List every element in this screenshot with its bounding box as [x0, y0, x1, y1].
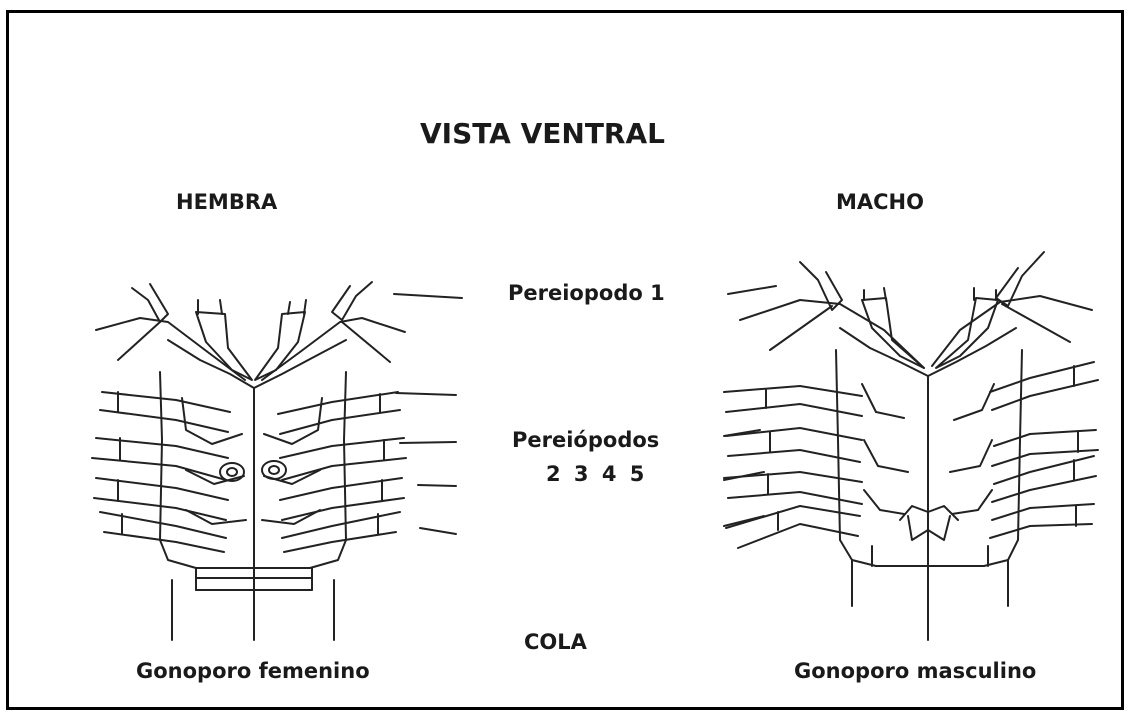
female-heading: HEMBRA [176, 192, 277, 213]
label-pereiopods: Pereiópodos [512, 430, 659, 451]
pointer-lines [394, 286, 776, 534]
female-gonopore-caption: Gonoporo femenino [136, 661, 370, 682]
label-tail: COLA [524, 632, 587, 653]
male-heading: MACHO [836, 192, 924, 213]
diagram-title: VISTA VENTRAL [420, 120, 665, 148]
female-crab-drawing [92, 282, 406, 640]
label-pereiopod-1: Pereiopodo 1 [508, 283, 665, 304]
male-gonopore-caption: Gonoporo masculino [794, 661, 1036, 682]
male-crab-drawing [724, 252, 1098, 640]
label-pereiopod-numbers: 2 3 4 5 [546, 464, 647, 485]
